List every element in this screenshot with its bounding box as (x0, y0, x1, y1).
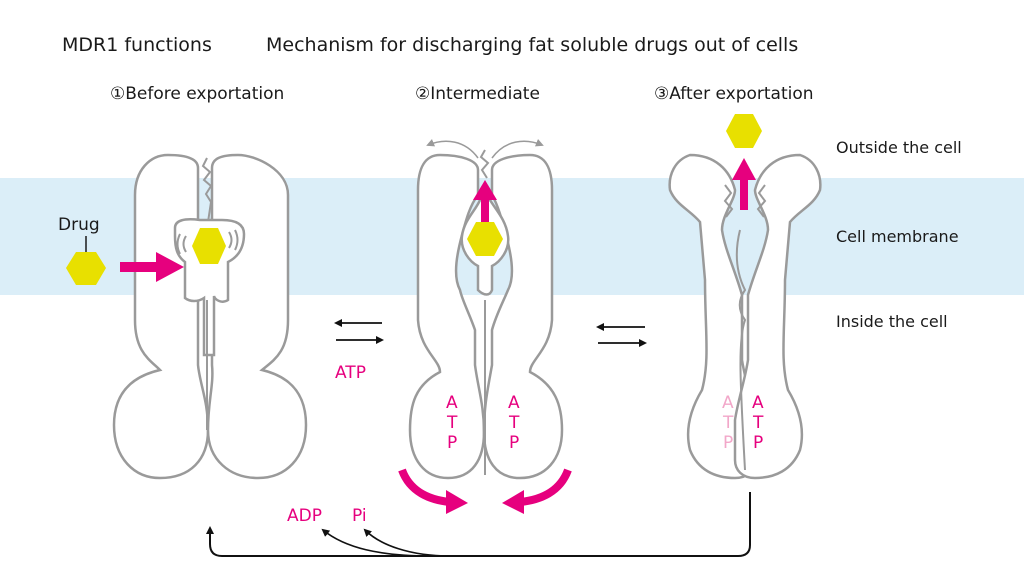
equilibrium-arrows-2-3 (596, 323, 647, 347)
region-inside-label: Inside the cell (836, 312, 948, 331)
drug-exported (726, 114, 762, 148)
region-outside-label: Outside the cell (836, 138, 962, 157)
adp-label: ADP (287, 506, 322, 526)
drug-entry-arrow (120, 252, 184, 282)
atp-pale-a: A (722, 393, 734, 413)
return-cycle-arrow (206, 492, 751, 557)
stage-3-label: ③After exportation (654, 84, 814, 104)
atp-right-p: P (509, 433, 519, 453)
drug-outside (66, 252, 106, 285)
title-left: MDR1 functions (62, 34, 212, 56)
title-right: Mechanism for discharging fat soluble dr… (266, 34, 798, 56)
drug-label: Drug (58, 215, 100, 235)
atp-left-a: A (446, 393, 458, 413)
atp-left-t: T (446, 413, 458, 433)
transporter-stage-1 (112, 153, 308, 480)
stage-2-label: ②Intermediate (415, 84, 540, 104)
atp-bright-t: T (752, 413, 764, 433)
drug-in-cavity (192, 228, 226, 264)
closing-arrows (398, 468, 572, 514)
atp-left-p: P (447, 433, 457, 453)
equilibrium-arrows-1-2 (334, 319, 384, 344)
transporter-stage-3: A T P A T P (668, 114, 822, 480)
transporter-stage-2: A T P A T P (408, 139, 564, 480)
atp-right-a: A (508, 393, 520, 413)
atp-pale-t: T (722, 413, 734, 433)
pi-label: Pi (352, 506, 367, 526)
drug-intermediate (467, 222, 503, 256)
drug-up-arrow-3 (732, 158, 756, 210)
region-membrane-label: Cell membrane (836, 227, 959, 246)
drug-up-arrow-2 (473, 180, 497, 222)
atp-pale-p: P (723, 433, 733, 453)
stage-1-label: ①Before exportation (110, 84, 284, 104)
atp-right-t: T (508, 413, 520, 433)
atp-label: ATP (335, 363, 366, 383)
atp-bright-p: P (753, 433, 763, 453)
atp-bright-a: A (752, 393, 764, 413)
